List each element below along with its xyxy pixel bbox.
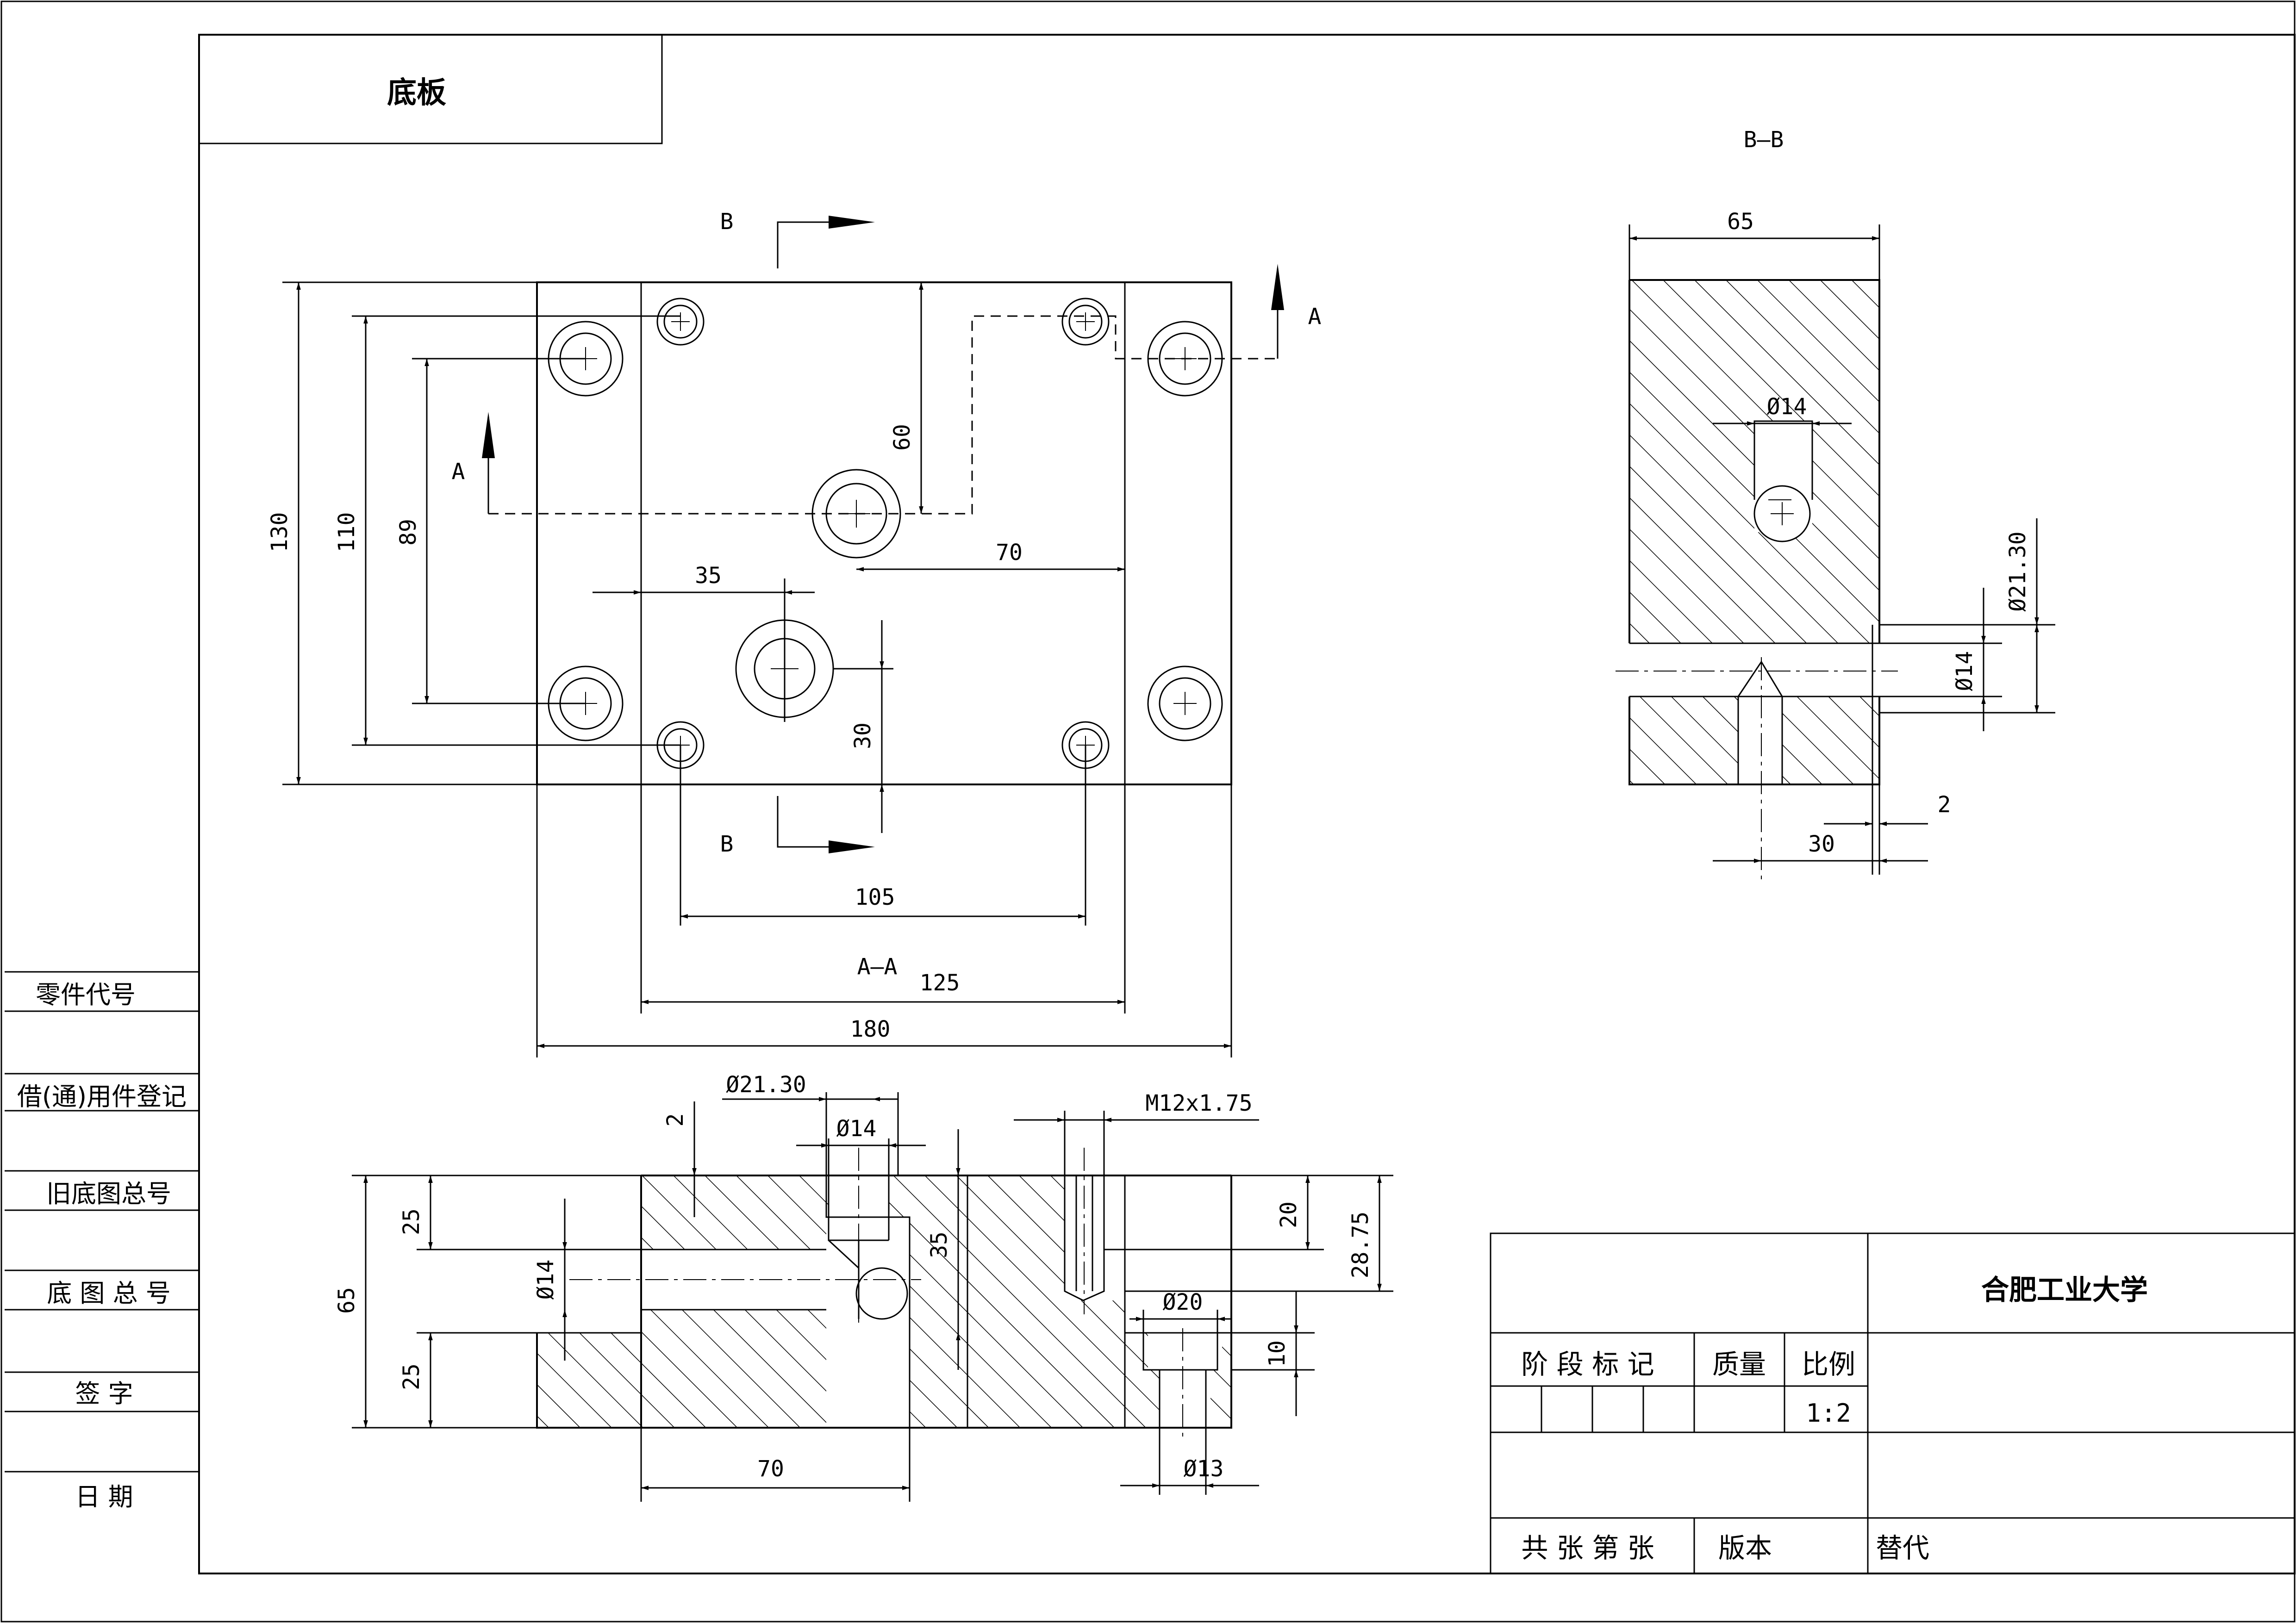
section-label-a-left: A	[452, 459, 465, 485]
holes	[548, 298, 1223, 769]
dim-70-top: 70	[996, 540, 1023, 566]
dim-105: 105	[855, 884, 895, 910]
stage-mark-label: 阶 段 标 记	[1521, 1349, 1654, 1380]
dim-130: 130	[267, 512, 293, 553]
dim-10-aa: 10	[1264, 1340, 1290, 1367]
title-block-text: 合肥工业大学 阶 段 标 记 质量 比例 1:2 共 张 第 张 版本 替代	[1521, 1274, 2148, 1564]
section-b-b: B—B	[1616, 127, 2055, 879]
side-register-labels: 零件代号 借(通)用件登记 旧底图总号 底 图 总 号 签 字 日 期	[17, 980, 187, 1511]
dim-35-aa: 35	[926, 1231, 952, 1258]
side-label-date: 日 期	[75, 1482, 133, 1511]
dim-60: 60	[889, 424, 915, 451]
section-arrowheads	[482, 216, 1284, 853]
section-aa-centerlines	[569, 1148, 1183, 1439]
section-aa-outline	[536, 1175, 1232, 1429]
dim-125: 125	[920, 970, 960, 996]
dim-d21-30-aa: Ø21.30	[726, 1072, 806, 1098]
dim-65-aa: 65	[334, 1287, 360, 1314]
dim-25-top-aa: 25	[399, 1208, 424, 1235]
ratio-label: 比例	[1802, 1349, 1855, 1380]
section-aa-dim-texts: Ø21.30 Ø14 2 35 M12x1.75 20 28.75 Ø14 25…	[334, 1072, 1373, 1482]
school-name: 合肥工业大学	[1981, 1274, 2148, 1306]
dim-d20: Ø20	[1163, 1289, 1203, 1315]
dim-180: 180	[850, 1016, 891, 1042]
small-hole-tr	[1061, 298, 1110, 346]
section-a-a: A—A	[334, 954, 1393, 1502]
side-label-borrow-register: 借(通)用件登记	[17, 1082, 187, 1111]
dim-65-bb: 65	[1727, 209, 1754, 235]
section-aa-dims	[352, 1092, 1393, 1502]
part-name-box: 底板	[199, 35, 663, 144]
section-bb-dim-texts: 65 Ø14 Ø21.30 Ø14 2 30	[1727, 209, 2031, 857]
small-hole-br	[1061, 721, 1110, 769]
dim-35-top: 35	[695, 563, 722, 589]
dim-110: 110	[334, 512, 360, 553]
dim-30-bb: 30	[1808, 831, 1835, 857]
dim-20-aa: 20	[1276, 1201, 1302, 1228]
center-marks	[574, 312, 1197, 754]
sheets-label: 共 张 第 张	[1521, 1532, 1654, 1564]
title-block	[1490, 1232, 2296, 1574]
section-label-b-top: B	[720, 209, 734, 235]
top-dims	[296, 282, 1231, 1048]
dim-d21-30-bb: Ø21.30	[2005, 531, 2031, 611]
bolt-hole-top-left	[548, 321, 624, 397]
dim-d14-hole-bb: Ø14	[1767, 394, 1807, 420]
section-bb-dims	[1628, 224, 2055, 875]
bolt-hole-bottom-left	[548, 665, 624, 741]
dim-28-75: 28.75	[1348, 1212, 1373, 1279]
dim-thread: M12x1.75	[1145, 1090, 1252, 1116]
dim-2-aa: 2	[662, 1113, 688, 1127]
plate-outline	[536, 281, 1232, 785]
dim-d14-side-bb: Ø14	[1952, 651, 1978, 691]
small-hole-bl	[656, 721, 705, 769]
section-bb-centerlines	[1616, 499, 1898, 879]
top-dim-texts: 130 110 89 60 70 35 30 105 125 180	[267, 424, 1023, 1042]
weight-label: 质量	[1712, 1349, 1766, 1380]
top-view: B B A A 130 110 89 60 70	[267, 209, 1322, 1057]
dim-d14-left-aa: Ø14	[533, 1260, 559, 1300]
ratio-value: 1:2	[1806, 1399, 1851, 1428]
side-label-base-no: 底 图 总 号	[47, 1279, 171, 1308]
bolt-hole-bottom-right	[1147, 665, 1223, 741]
section-line-a	[488, 315, 1278, 515]
dim-30-top: 30	[850, 722, 876, 749]
side-label-signature: 签 字	[75, 1379, 133, 1408]
dim-70-aa: 70	[757, 1456, 784, 1482]
small-hole-tl	[656, 298, 705, 346]
dim-d14-top-aa: Ø14	[836, 1116, 877, 1142]
version-label: 版本	[1718, 1532, 1772, 1564]
section-a-a-title: A—A	[857, 954, 898, 980]
section-label-b-bottom: B	[720, 831, 734, 857]
section-label-a-right: A	[1308, 304, 1322, 330]
dim-89: 89	[395, 519, 421, 546]
dim-d13: Ø13	[1184, 1456, 1224, 1482]
side-label-old-base-no: 旧底图总号	[46, 1179, 171, 1208]
section-aa-features	[537, 1175, 1231, 1428]
side-register	[5, 971, 199, 1473]
part-name: 底板	[387, 76, 446, 110]
dim-25-bottom-aa: 25	[399, 1363, 424, 1390]
side-label-part-code: 零件代号	[36, 980, 136, 1009]
dim-2-bb: 2	[1938, 792, 1951, 818]
replaces-label: 替代	[1876, 1532, 1929, 1564]
section-b-b-title: B—B	[1744, 127, 1784, 153]
